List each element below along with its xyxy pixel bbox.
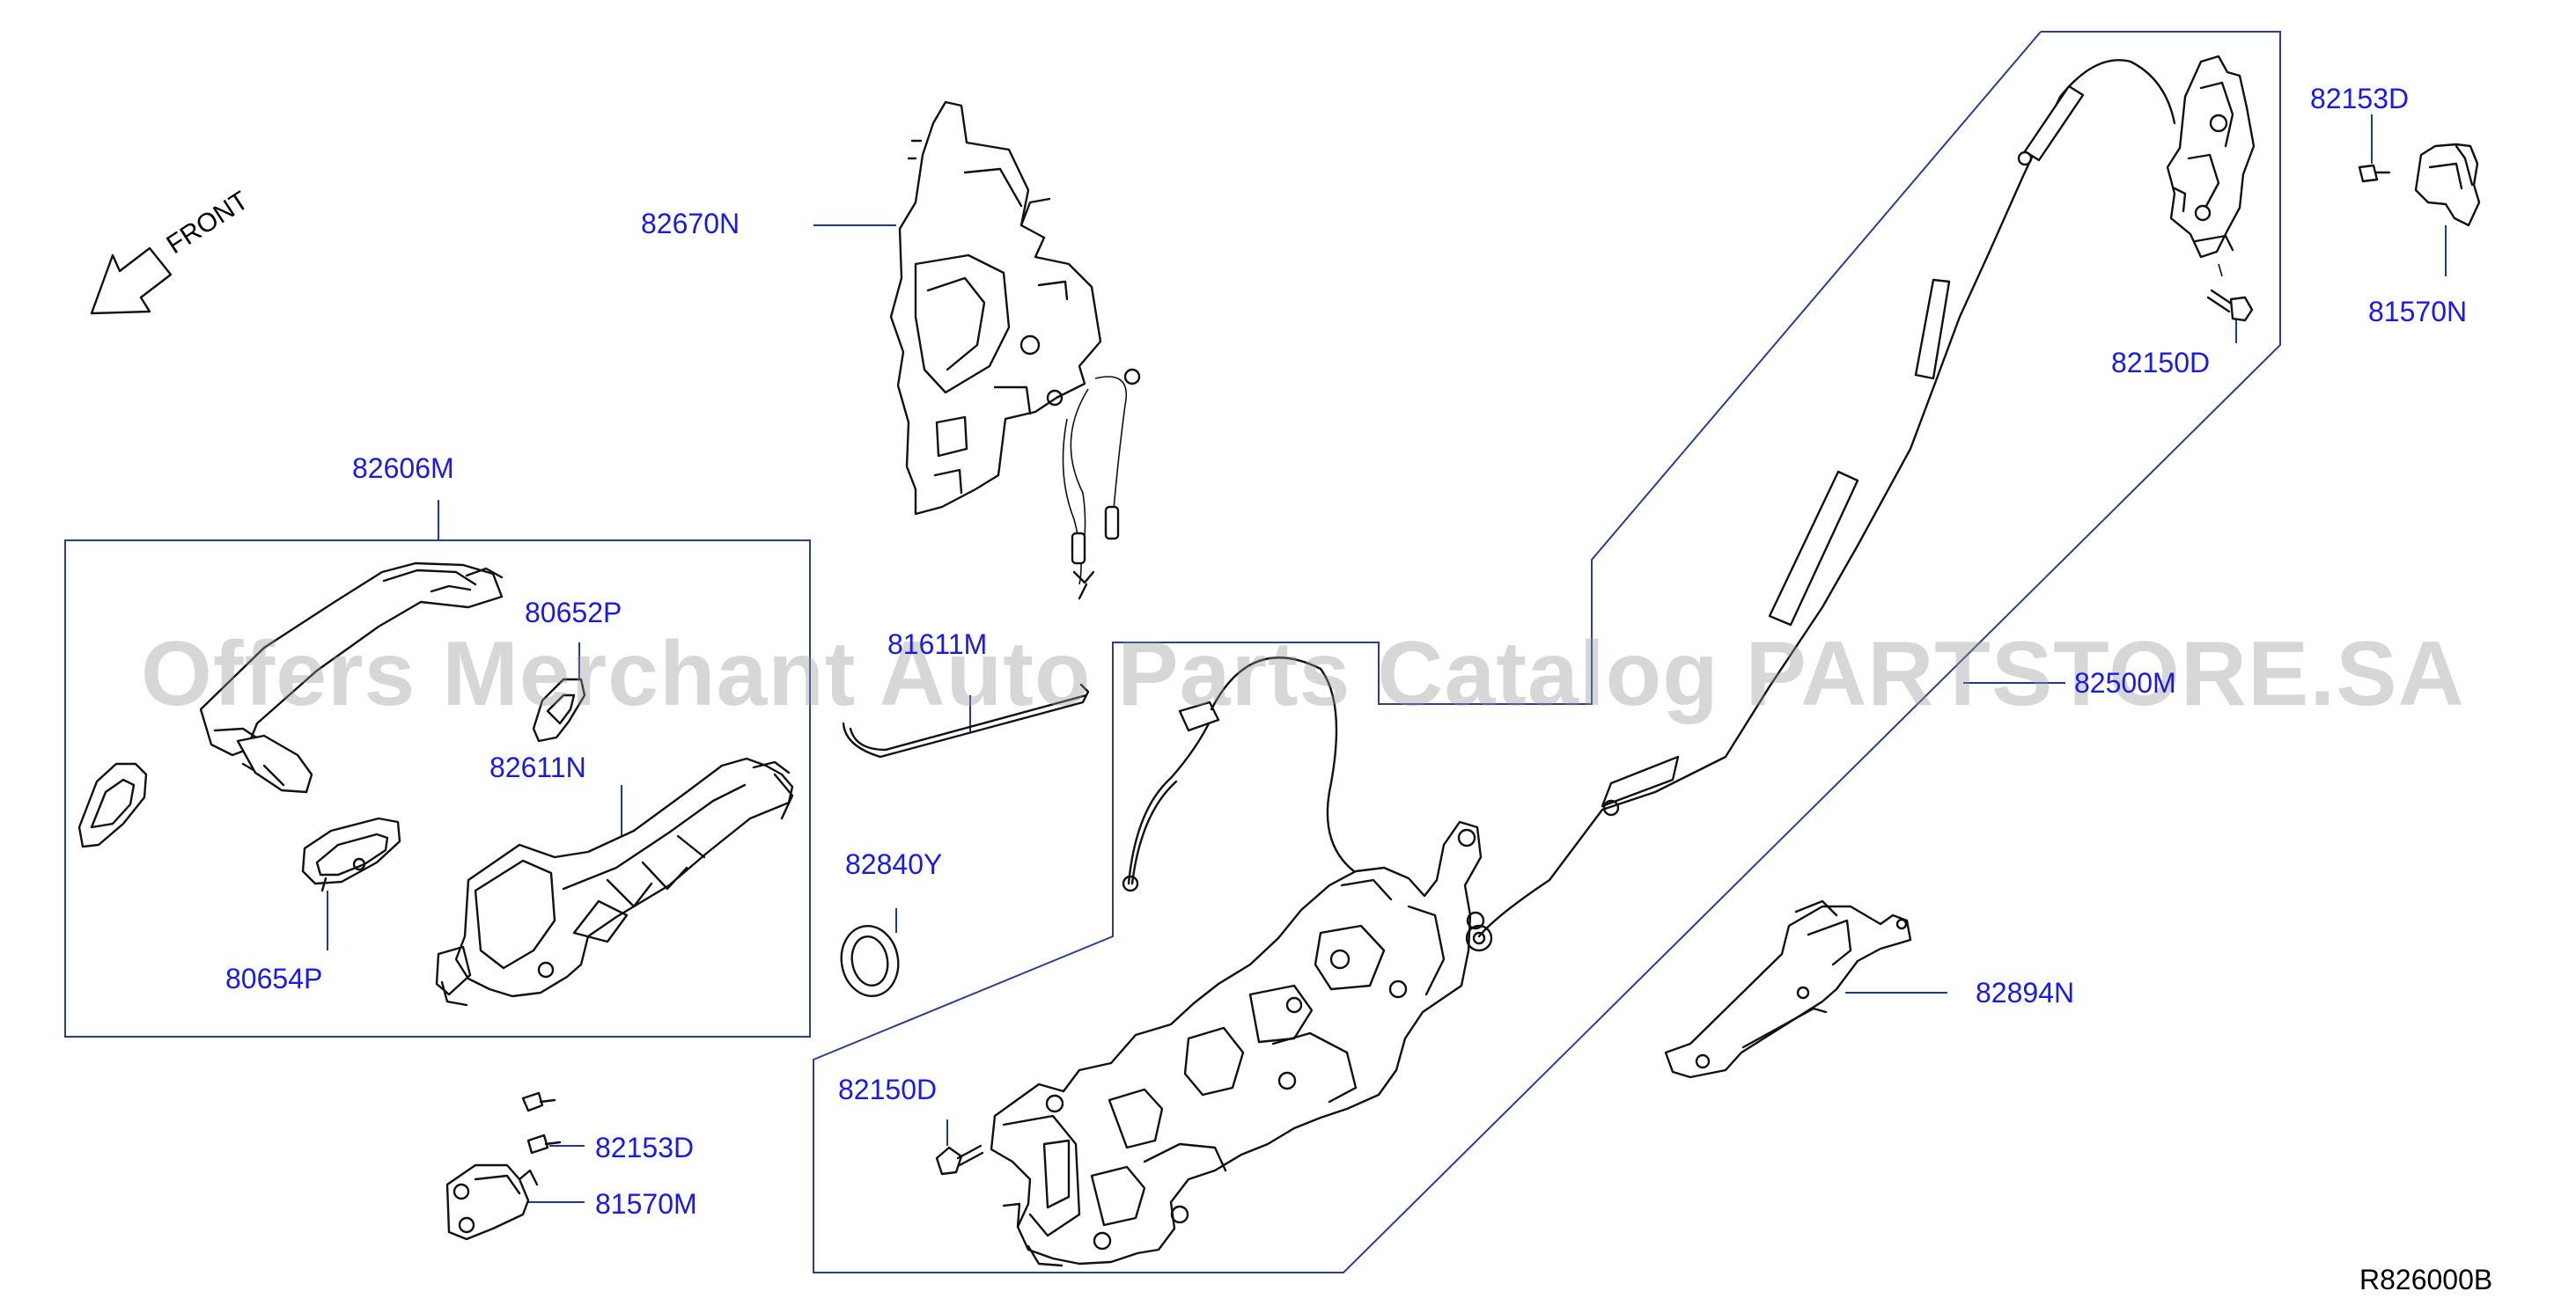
bolts-82153d-left [521,1091,562,1155]
label-82670n: 82670N [641,208,740,239]
bolt-82150d-right [2206,289,2254,322]
gasket-80654p [301,817,401,892]
bracket-82894n [1664,899,1912,1079]
striker-81570m [445,1163,539,1241]
label-82500m: 82500M [2074,667,2176,699]
label-82150d-right: 82150D [2111,347,2211,378]
group-box-82500m [813,31,2281,1273]
label-82840y: 82840Y [845,848,943,880]
label-82611n: 82611N [489,752,586,783]
long-cable-82500m [1465,59,2176,952]
label-81570n: 81570N [2368,296,2468,327]
watermark-text: Offers Merchant Auto Parts Catalog PARTS… [141,623,2465,725]
rod-81611m [842,683,1090,759]
outside-handle-82606m [199,561,504,794]
rear-lock-upper [2166,55,2256,277]
bolt-82150d-left [935,1144,984,1176]
label-82606m: 82606M [352,452,454,484]
escutcheon-cap [77,762,148,848]
door-lock-actuator-82500m [990,820,1485,1267]
reference-code: R826000B [2359,1264,2493,1295]
label-81570m: 81570M [595,1188,697,1220]
label-81611m: 81611M [887,628,988,660]
label-80654p: 80654P [225,963,323,994]
label-80652p: 80652P [525,597,622,628]
label-82894n: 82894N [1976,977,2075,1009]
gasket-80652p [532,678,586,743]
inside-handle-bracket-82670n [889,100,1141,600]
striker-81570n [2414,143,2481,227]
label-82150d-left: 82150D [838,1074,938,1105]
front-arrow-icon [90,246,173,315]
label-82153d-left: 82153D [595,1132,695,1163]
label-82153d-right: 82153D [2310,83,2410,114]
handle-frame-82611n [435,757,794,1007]
grommet-82840y [840,925,900,997]
bolt-82153d-right [2358,164,2391,183]
lock-cables [1122,657,1356,892]
